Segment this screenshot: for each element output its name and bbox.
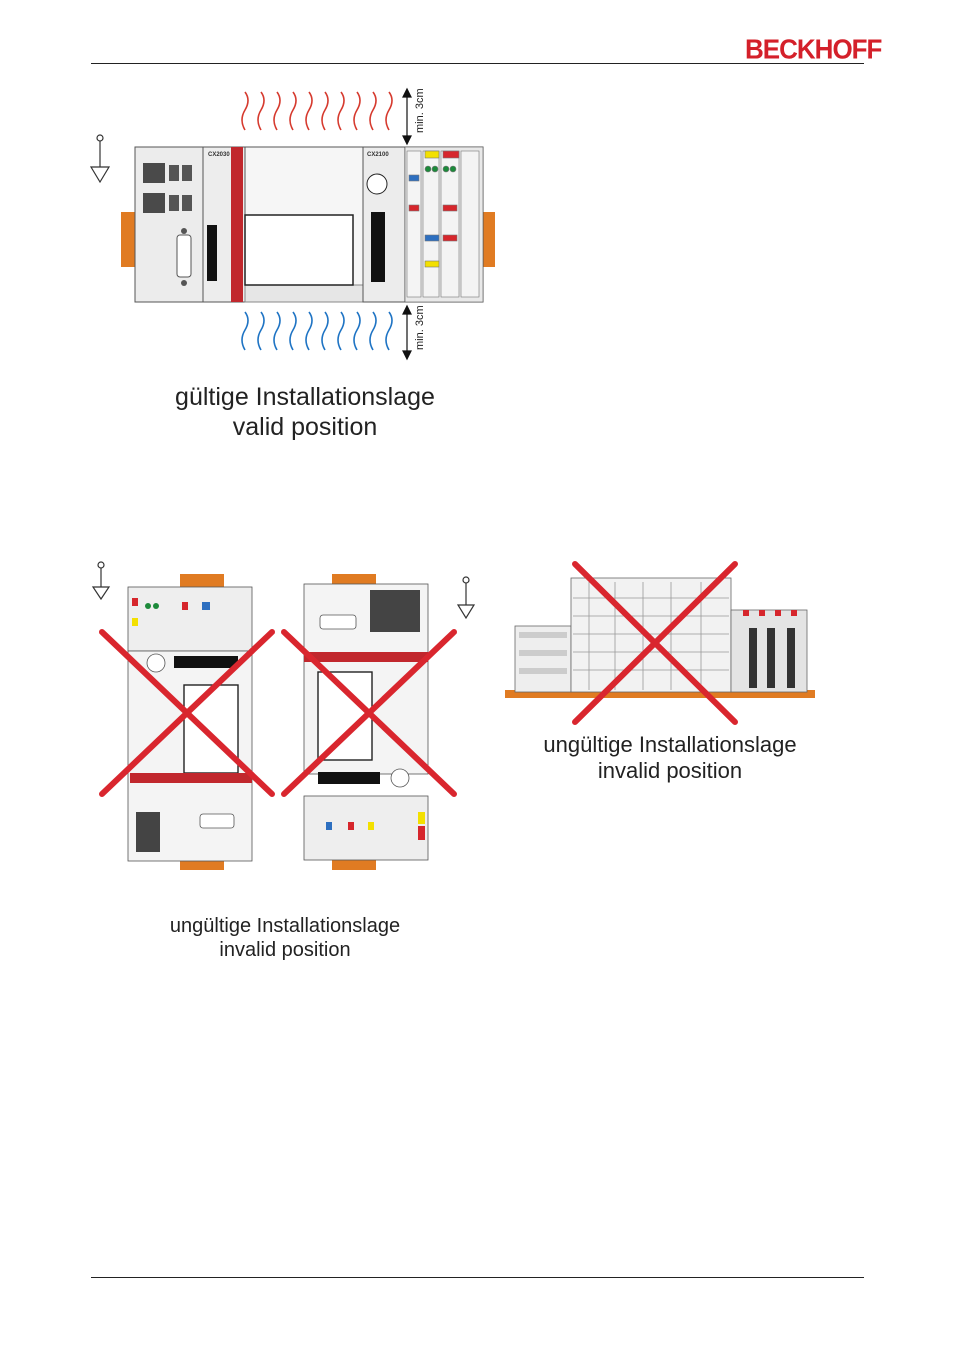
valid-caption: gültige Installationslage valid position: [140, 382, 470, 442]
rail-clip-left: [121, 212, 137, 267]
clearance-top-label: min. 3cm: [414, 88, 426, 133]
clearance-top-marker: [402, 87, 412, 146]
valid-position-diagram: CX2030 CX2100: [89, 87, 495, 361]
invalid-vertical-diagram: [91, 561, 476, 870]
beckhoff-logo: BECKHOFF: [745, 33, 882, 65]
device-right: [303, 574, 429, 870]
terminal-block: [404, 146, 484, 303]
valid-caption-en: valid position: [232, 413, 378, 441]
invalid-flat-caption-de: ungültige Installationslage: [543, 732, 797, 757]
invalid-vertical-caption-en: invalid position: [219, 939, 351, 961]
invalid-flat-caption: ungültige Installationslage invalid posi…: [515, 732, 825, 785]
device-left: [127, 574, 253, 870]
gravity-symbol-icon: [91, 561, 476, 620]
invalid-flat-caption-en: invalid position: [597, 758, 743, 784]
header-rule: [91, 63, 864, 64]
invalid-vertical-caption: ungültige Installationslage invalid posi…: [130, 914, 440, 962]
cool-air-arrows: [241, 311, 393, 351]
footer-rule: [91, 1277, 864, 1278]
gravity-symbol-icon: [89, 134, 111, 184]
module-right-label: CX2100: [367, 152, 389, 158]
invalid-vertical-caption-de: ungültige Installationslage: [169, 915, 401, 937]
clearance-bottom-label: min. 3cm: [414, 305, 426, 350]
module-left-label: CX2030: [208, 152, 230, 158]
invalid-cross-icon: [572, 561, 738, 725]
warm-air-arrows: [241, 91, 393, 131]
invalid-cross-icon: [99, 629, 457, 797]
valid-caption-de: gültige Installationslage: [175, 383, 435, 411]
clearance-bottom-marker: [402, 304, 412, 361]
invalid-flat-diagram: [505, 561, 815, 725]
